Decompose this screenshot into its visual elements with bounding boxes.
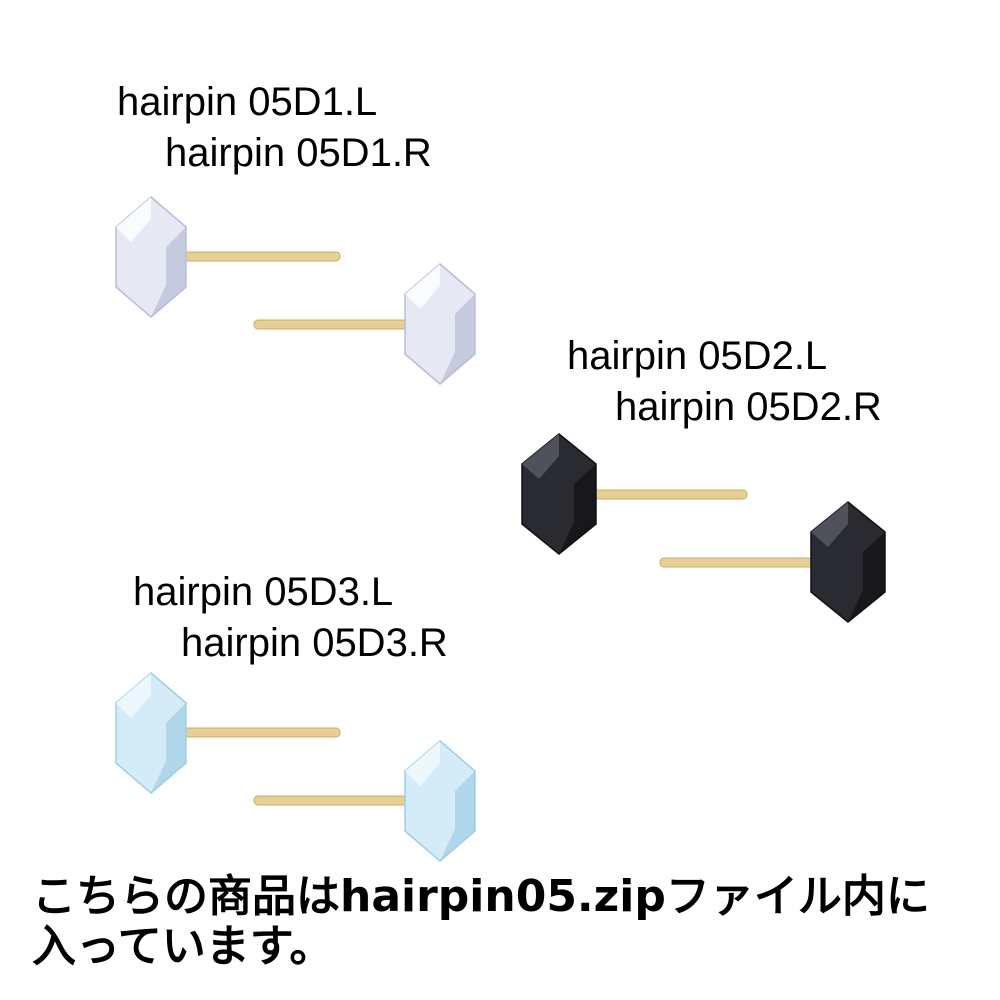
product-3-right-label: hairpin 05D3.R [181, 621, 448, 665]
gem-icon [810, 501, 886, 623]
product-1-left-label: hairpin 05D1.L [117, 80, 378, 124]
gem-icon [115, 196, 187, 318]
gem-icon [521, 433, 597, 555]
hairpin-05d2-left [521, 433, 748, 555]
pin-shaft [177, 727, 341, 738]
hairpin-05d1-left [115, 196, 341, 318]
hairpin-05d3-left [115, 672, 341, 794]
hairpin-05d2-right [659, 501, 886, 623]
pin-shaft [584, 489, 748, 500]
product-2-left-label: hairpin 05D2.L [567, 334, 828, 378]
pin-shaft [659, 557, 831, 568]
gem-icon [404, 740, 476, 862]
hairpin-05d1-right [253, 263, 476, 385]
gem-icon [115, 672, 187, 794]
product-3-left-label: hairpin 05D3.L [133, 570, 394, 614]
note-line-1: こちらの商品はhairpin05.zipファイル内に [32, 871, 930, 922]
pin-shaft [177, 251, 341, 262]
note-line-2: 入っています。 [32, 921, 334, 972]
product-1-right-label: hairpin 05D1.R [165, 131, 432, 175]
availability-note: こちらの商品はhairpin05.zipファイル内に 入っています。 [32, 872, 972, 972]
product-2-right-label: hairpin 05D2.R [615, 385, 882, 429]
gem-icon [404, 263, 476, 385]
hairpin-05d3-right [253, 740, 476, 862]
